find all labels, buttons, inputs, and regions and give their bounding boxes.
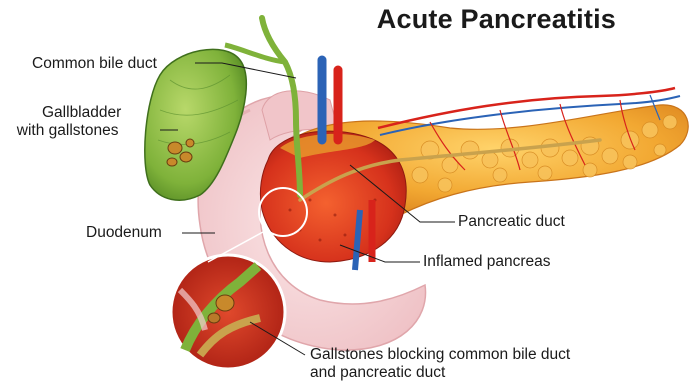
label-gallbladder-line2: with gallstones [14, 122, 121, 140]
label-inflamed-pancreas-text: Inflamed pancreas [423, 253, 551, 271]
label-gallstones-line2: and pancreatic duct [310, 364, 570, 382]
label-pancreatic-duct-text: Pancreatic duct [458, 213, 565, 231]
label-gallstones-line1: Gallstones blocking common bile duct [310, 346, 570, 364]
label-common-bile-duct-text: Common bile duct [32, 55, 157, 73]
label-duodenum: Duodenum [86, 224, 162, 242]
label-common-bile-duct: Common bile duct [32, 55, 157, 73]
label-pancreatic-duct: Pancreatic duct [458, 213, 565, 231]
zoom-inset [171, 255, 285, 369]
label-gallbladder-line1: Gallbladder [42, 104, 121, 122]
label-duodenum-text: Duodenum [86, 224, 162, 242]
label-gallstones-blocking: Gallstones blocking common bile duct and… [310, 346, 570, 382]
page-title: Acute Pancreatitis [0, 4, 616, 35]
label-gallbladder: Gallbladder with gallstones [42, 104, 121, 140]
label-inflamed-pancreas: Inflamed pancreas [423, 253, 551, 271]
inflamed-pancreas-head [260, 131, 406, 262]
